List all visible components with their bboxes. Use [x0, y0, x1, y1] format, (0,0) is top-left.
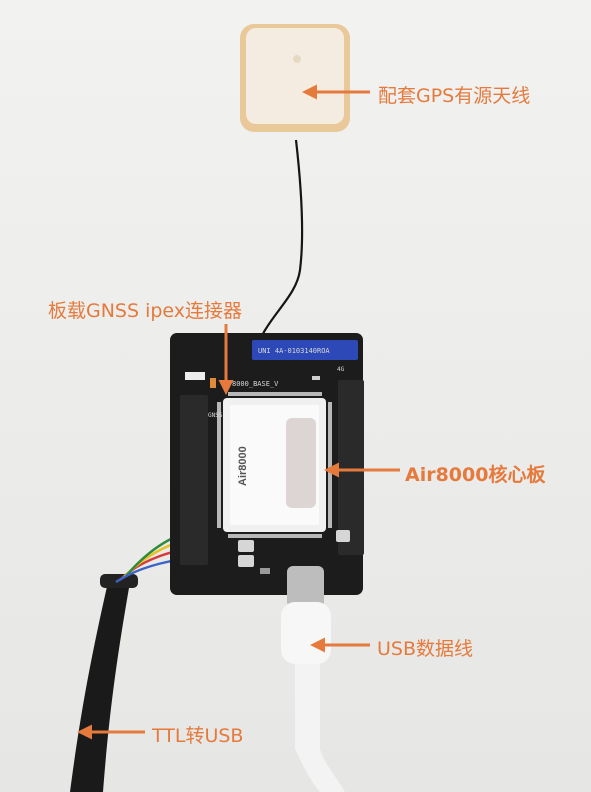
core-board-pcb [170, 333, 364, 595]
board-silkscreen: 8000_BASE_V [232, 380, 279, 388]
ttl-cable [70, 582, 130, 792]
board-sticker-text: UNI 4A-0103140ROA [258, 347, 330, 355]
label-gnss-ipex: 板载GNSS ipex连接器 [48, 300, 243, 322]
gps-antenna [240, 24, 350, 132]
board-mark-4g: 4G [337, 366, 345, 373]
annotation-arrows [77, 84, 400, 740]
antenna-cable [253, 139, 304, 356]
module-name: Air8000 [237, 446, 249, 486]
label-usb-cable: USB数据线 [377, 638, 474, 660]
usb-cable [281, 566, 345, 792]
label-core-board: Air8000核心板 [405, 464, 546, 486]
label-gps-antenna: 配套GPS有源天线 [378, 85, 531, 107]
gnss-mark: GNSS [208, 412, 223, 419]
label-ttl-usb: TTL转USB [152, 725, 244, 747]
